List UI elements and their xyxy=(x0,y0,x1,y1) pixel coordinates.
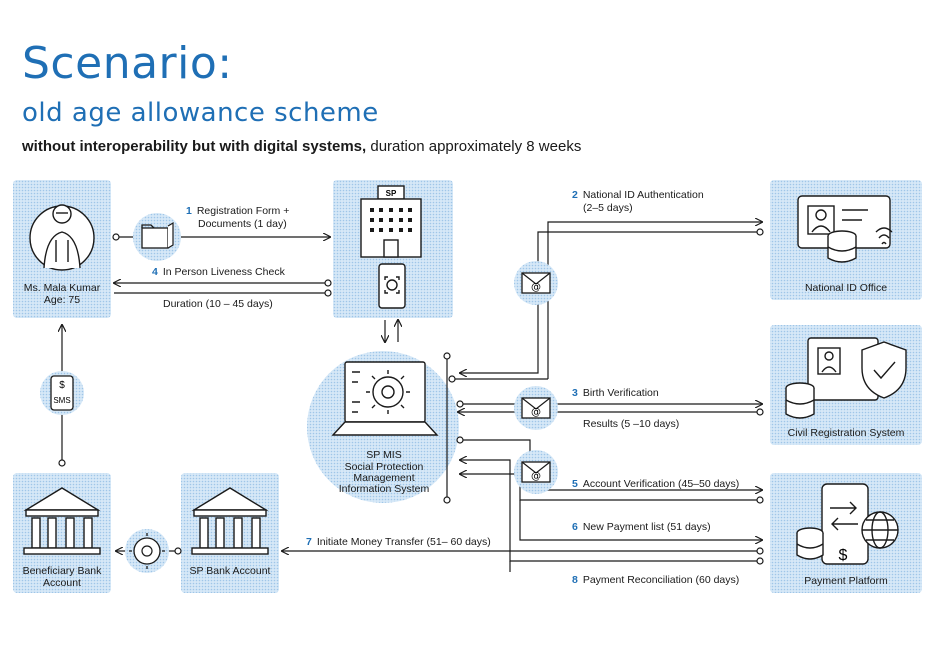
svg-text:@: @ xyxy=(531,407,541,418)
certificate-shield-icon xyxy=(785,337,907,419)
step5-number: 5 xyxy=(572,478,578,490)
beneficiary-age: Age: 75 xyxy=(44,294,80,306)
id-card-fingerprint-icon xyxy=(797,195,893,263)
description-bold: without interoperability but with digita… xyxy=(22,138,367,155)
payment-dollar-sign: $ xyxy=(839,547,848,564)
step6-text: New Payment list (51 days) xyxy=(583,521,711,533)
email-icon-step5: @ xyxy=(514,450,558,494)
spmis-line3: Information System xyxy=(339,483,430,495)
laptop-gear-icon xyxy=(331,361,439,436)
spmis-title: SP MIS xyxy=(366,449,401,461)
page-description: without interoperability but with digita… xyxy=(22,138,581,155)
svg-text:@: @ xyxy=(531,471,541,482)
step6-number: 6 xyxy=(572,521,578,533)
elderly-woman-icon xyxy=(29,204,95,271)
step8-number: 8 xyxy=(572,574,578,586)
spmis-line1: Social Protection xyxy=(345,461,424,473)
step5-label: 5 Account Verification (45–50 days) xyxy=(572,478,739,490)
svg-text:@: @ xyxy=(531,282,541,293)
page-subtitle: old age allowance scheme xyxy=(22,98,379,128)
step8-label: 8 Payment Reconciliation (60 days) xyxy=(572,574,739,586)
sp-bank-label: SP Bank Account xyxy=(190,565,271,577)
step7-number: 7 xyxy=(306,536,312,548)
beneficiary-bank-icon xyxy=(23,487,101,555)
page-title: Scenario: xyxy=(22,38,233,89)
step3-text-2: Results (5 –10 days) xyxy=(583,418,679,430)
email-icon-step3: @ xyxy=(514,386,558,430)
description-rest: duration approximately 8 weeks xyxy=(366,138,582,155)
beneficiary-bank-label-2: Account xyxy=(43,577,81,589)
sp-building-icon xyxy=(360,185,422,258)
sms-dollar: $ xyxy=(59,380,65,391)
sms-phone-icon xyxy=(40,371,84,415)
step2-number: 2 xyxy=(572,189,578,201)
beneficiary-bank-label-1: Beneficiary Bank xyxy=(23,565,103,577)
sp-bank-icon xyxy=(191,487,269,555)
national-id-label: National ID Office xyxy=(805,282,887,294)
step4-label: 4 In Person Liveness Check xyxy=(152,266,286,278)
step2-label: 2 National ID Authentication xyxy=(572,189,704,201)
spmis-line2: Management xyxy=(353,472,414,484)
sms-label: SMS xyxy=(53,396,70,405)
civil-registration-label: Civil Registration System xyxy=(788,427,905,439)
step8-text: Payment Reconciliation (60 days) xyxy=(583,574,739,586)
sp-badge: SP xyxy=(386,189,397,198)
payment-phone-globe-icon xyxy=(796,483,899,565)
step5-text: Account Verification (45–50 days) xyxy=(583,478,739,490)
step3-number: 3 xyxy=(572,387,578,399)
step4-text-1: In Person Liveness Check xyxy=(163,266,286,278)
step1-number: 1 xyxy=(186,205,192,217)
email-icon-step2: @ xyxy=(514,261,558,305)
phone-face-scan-icon xyxy=(378,263,406,309)
folder-documents-icon xyxy=(133,213,181,261)
step4-text-2: Duration (10 – 45 days) xyxy=(163,298,273,310)
step1-text-2: Documents (1 day) xyxy=(198,218,287,230)
step7-text: Initiate Money Transfer (51– 60 days) xyxy=(317,536,491,548)
payment-platform-label: Payment Platform xyxy=(804,575,888,587)
step2-text-1: National ID Authentication xyxy=(583,189,704,201)
step1-text-1: Registration Form + xyxy=(197,205,290,217)
step2-text-2: (2–5 days) xyxy=(583,202,633,214)
step3-label: 3 Birth Verification xyxy=(572,387,659,399)
step3-text-1: Birth Verification xyxy=(583,387,659,399)
beneficiary-name: Ms. Mala Kumar xyxy=(24,282,101,294)
step4-number: 4 xyxy=(152,266,158,278)
step6-label: 6 New Payment list (51 days) xyxy=(572,521,711,533)
step7-label: 7 Initiate Money Transfer (51– 60 days) xyxy=(306,536,491,548)
step1-label: 1 Registration Form + xyxy=(186,205,289,217)
money-transfer-gear-icon xyxy=(125,529,169,573)
